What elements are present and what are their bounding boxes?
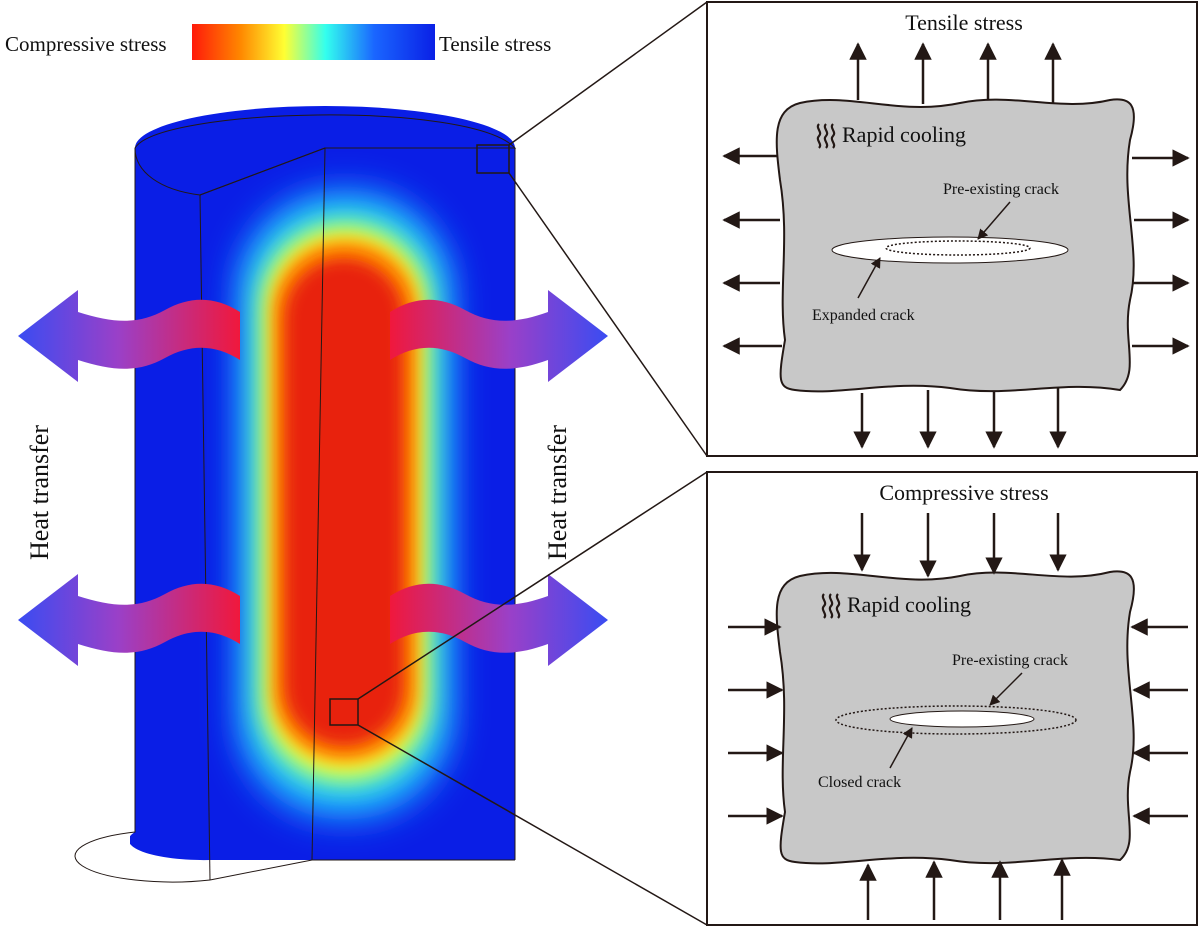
panel-compressive: Compressive stress Rapid cooling — [706, 471, 1198, 926]
zoom-box-top — [476, 144, 510, 174]
tensile-cooling-label: Rapid cooling — [842, 122, 966, 147]
panel-tensile: Tensile stress Rapid cooling — [706, 1, 1198, 457]
colorbar-right-label: Tensile stress — [439, 32, 551, 56]
expanded-crack — [831, 236, 1069, 264]
heat-arrows: Heat transfer Heat transfer — [18, 290, 608, 666]
rapid-cooling-icon — [816, 123, 836, 149]
cylinder — [74, 106, 517, 883]
colorbar: Compressive stress Tensile stress — [5, 24, 551, 60]
heat-arrow-right-top — [390, 290, 608, 382]
zoom-box-bottom — [329, 698, 359, 726]
compressive-cooling-label: Rapid cooling — [847, 592, 971, 617]
leader-lines — [357, 1, 708, 926]
pre-existing-crack-outline — [885, 240, 1031, 256]
compressive-arrows — [728, 513, 1188, 920]
heat-arrow-left-top — [18, 290, 240, 382]
cylinder-top-face — [134, 114, 517, 196]
heat-arrow-right-bottom — [390, 574, 608, 666]
heat-transfer-label-right: Heat transfer — [543, 425, 572, 560]
compressive-crack-label: Closed crack — [818, 774, 901, 791]
colorbar-gradient — [192, 24, 435, 60]
tensile-title: Tensile stress — [905, 10, 1023, 35]
heat-arrow-left-bottom — [18, 574, 240, 666]
pre-existing-crack-dotted — [835, 705, 1077, 735]
tensile-pre-crack-label: Pre-existing crack — [943, 181, 1059, 198]
compressive-pre-crack-label: Pre-existing crack — [952, 652, 1068, 669]
rapid-cooling-icon-bottom — [821, 593, 841, 619]
closed-crack — [889, 710, 1035, 728]
heat-transfer-label-left: Heat transfer — [25, 425, 54, 560]
colorbar-left-label: Compressive stress — [5, 32, 167, 56]
compressive-title: Compressive stress — [879, 480, 1048, 505]
tensile-arrows — [722, 42, 1190, 449]
tensile-crack-label: Expanded crack — [812, 307, 915, 324]
